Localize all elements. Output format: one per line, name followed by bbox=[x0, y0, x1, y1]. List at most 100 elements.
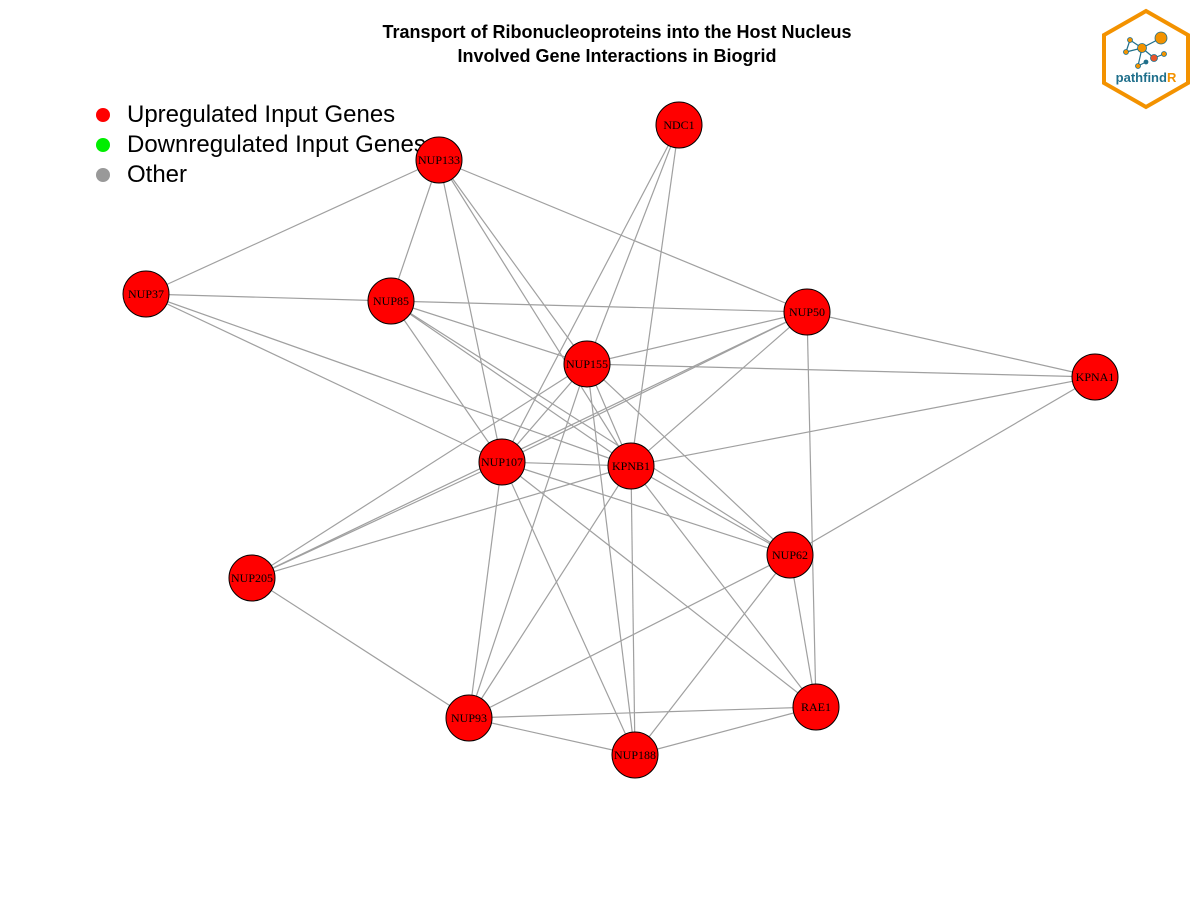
edge-nup155-nup205 bbox=[251, 363, 588, 579]
node-kpna1: KPNA1 bbox=[1071, 353, 1119, 401]
legend-item-other: Other bbox=[96, 160, 426, 190]
edge-nup85-kpnb1 bbox=[390, 300, 632, 467]
edge-nup62-nup188 bbox=[634, 554, 791, 756]
node-circle-ndc1 bbox=[655, 101, 703, 149]
edge-nup107-nup93 bbox=[468, 461, 503, 719]
legend: Upregulated Input Genes Downregulated In… bbox=[96, 100, 426, 190]
node-label-nup85: NUP85 bbox=[373, 294, 409, 308]
edge-nup85-nup62 bbox=[390, 300, 791, 556]
node-circle-nup50 bbox=[783, 288, 831, 336]
edge-kpnb1-nup205 bbox=[251, 465, 632, 579]
edge-nup62-nup93 bbox=[468, 554, 791, 719]
edge-nup155-nup188 bbox=[586, 363, 636, 756]
legend-dot-other bbox=[96, 168, 110, 182]
chart-title-line1: Transport of Ribonucleoproteins into the… bbox=[382, 22, 852, 42]
node-nup85: NUP85 bbox=[367, 277, 415, 325]
edge-nup50-kpna1 bbox=[806, 311, 1096, 378]
edge-nup85-nup50 bbox=[390, 300, 808, 313]
edge-kpnb1-nup93 bbox=[468, 465, 632, 719]
edge-kpna1-kpnb1 bbox=[630, 376, 1096, 467]
edge-nup133-nup50 bbox=[438, 159, 808, 313]
node-nup62: NUP62 bbox=[766, 531, 814, 579]
node-nup50: NUP50 bbox=[783, 288, 831, 336]
node-label-kpna1: KPNA1 bbox=[1076, 370, 1115, 384]
edge-nup155-nup93 bbox=[468, 363, 588, 719]
logo-text: pathfindR bbox=[1116, 70, 1177, 85]
legend-label-upregulated: Upregulated Input Genes bbox=[127, 101, 396, 128]
node-nup155: NUP155 bbox=[563, 340, 611, 388]
node-label-nup62: NUP62 bbox=[772, 548, 808, 562]
logo-network-nodes bbox=[1123, 31, 1168, 69]
edge-nup50-kpnb1 bbox=[630, 311, 808, 467]
node-circle-nup62 bbox=[766, 531, 814, 579]
edge-kpnb1-rae1 bbox=[630, 465, 817, 708]
edge-kpnb1-nup62 bbox=[630, 465, 791, 556]
node-circle-nup205 bbox=[228, 554, 276, 602]
node-label-nup155: NUP155 bbox=[566, 357, 608, 371]
edge-nup93-nup188 bbox=[468, 717, 636, 756]
node-circle-nup133 bbox=[415, 136, 463, 184]
edge-nup85-nup107 bbox=[390, 300, 503, 463]
legend-label-downregulated: Downregulated Input Genes bbox=[127, 131, 426, 158]
edge-rae1-nup188 bbox=[634, 706, 817, 756]
node-label-ndc1: NDC1 bbox=[663, 118, 694, 132]
edge-nup37-nup107 bbox=[145, 293, 503, 463]
node-nup205: NUP205 bbox=[228, 554, 276, 602]
legend-item-upregulated: Upregulated Input Genes bbox=[96, 100, 426, 130]
node-nup93: NUP93 bbox=[445, 694, 493, 742]
node-circle-nup85 bbox=[367, 277, 415, 325]
node-label-nup93: NUP93 bbox=[451, 711, 487, 725]
node-circle-kpnb1 bbox=[607, 442, 655, 490]
edge-nup107-nup188 bbox=[501, 461, 636, 756]
node-circle-nup155 bbox=[563, 340, 611, 388]
node-nup37: NUP37 bbox=[122, 270, 170, 318]
chart-title: Transport of Ribonucleoproteins into the… bbox=[0, 20, 1200, 68]
edge-nup133-nup155 bbox=[438, 159, 588, 365]
edge-nup107-nup205 bbox=[251, 461, 503, 579]
legend-dot-downregulated bbox=[96, 138, 110, 152]
edge-nup133-nup37 bbox=[145, 159, 440, 295]
edge-nup50-nup155 bbox=[586, 311, 808, 365]
node-circle-nup37 bbox=[122, 270, 170, 318]
legend-dot-upregulated bbox=[96, 108, 110, 122]
pathfindr-logo: pathfindR bbox=[1102, 8, 1190, 110]
node-circle-rae1 bbox=[792, 683, 840, 731]
node-label-nup205: NUP205 bbox=[231, 571, 273, 585]
legend-item-downregulated: Downregulated Input Genes bbox=[96, 130, 426, 160]
logo-text-accent: R bbox=[1167, 70, 1177, 85]
edge-ndc1-kpnb1 bbox=[630, 124, 680, 467]
node-circle-nup188 bbox=[611, 731, 659, 779]
edge-nup62-rae1 bbox=[789, 554, 817, 708]
node-label-rae1: RAE1 bbox=[801, 700, 831, 714]
edge-nup205-nup93 bbox=[251, 577, 470, 719]
edge-nup50-nup205 bbox=[251, 311, 808, 579]
edge-nup93-rae1 bbox=[468, 706, 817, 719]
node-rae1: RAE1 bbox=[792, 683, 840, 731]
node-label-nup107: NUP107 bbox=[481, 455, 523, 469]
edge-nup133-nup85 bbox=[390, 159, 440, 302]
edge-kpna1-nup62 bbox=[789, 376, 1096, 556]
logo-hexagon bbox=[1102, 8, 1190, 110]
edge-nup107-nup62 bbox=[501, 461, 791, 556]
node-nup188: NUP188 bbox=[611, 731, 659, 779]
edge-layer bbox=[145, 124, 1096, 756]
edge-nup155-kpna1 bbox=[586, 363, 1096, 378]
node-circle-nup93 bbox=[445, 694, 493, 742]
node-label-nup50: NUP50 bbox=[789, 305, 825, 319]
node-label-nup133: NUP133 bbox=[418, 153, 460, 167]
edge-nup155-nup62 bbox=[586, 363, 791, 556]
node-nup133: NUP133 bbox=[415, 136, 463, 184]
edge-nup133-nup107 bbox=[438, 159, 503, 463]
edge-nup37-kpnb1 bbox=[145, 293, 632, 467]
node-nup107: NUP107 bbox=[478, 438, 526, 486]
edge-nup107-rae1 bbox=[501, 461, 817, 708]
edge-ndc1-nup107 bbox=[501, 124, 680, 463]
edge-kpnb1-nup188 bbox=[630, 465, 636, 756]
node-ndc1: NDC1 bbox=[655, 101, 703, 149]
edge-nup133-kpnb1 bbox=[438, 159, 632, 467]
edge-nup37-nup85 bbox=[145, 293, 392, 302]
chart-title-line2: Involved Gene Interactions in Biogrid bbox=[457, 46, 777, 66]
edge-nup85-nup155 bbox=[390, 300, 588, 365]
